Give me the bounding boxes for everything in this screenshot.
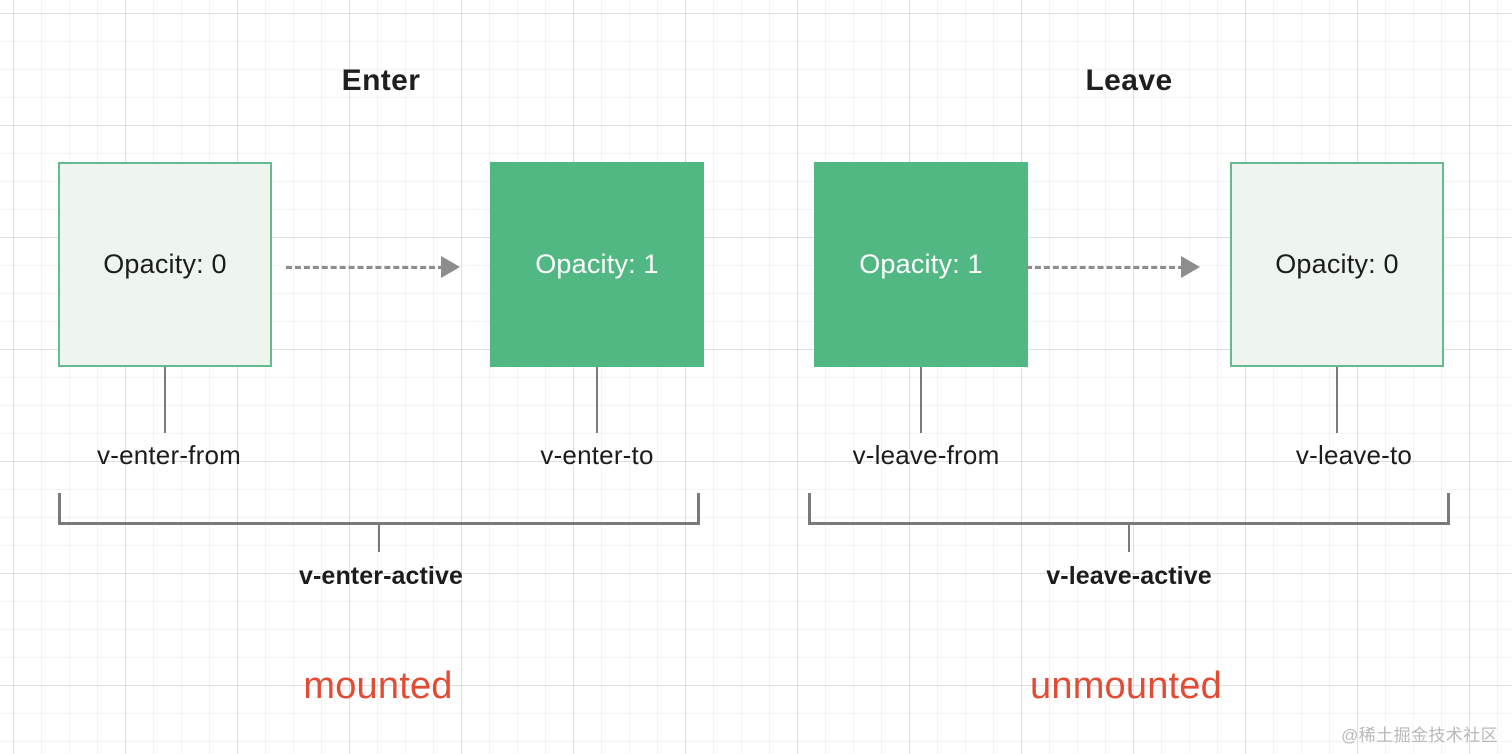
span-bracket-enter-active bbox=[58, 493, 700, 525]
section-title-leave: Leave bbox=[1085, 64, 1173, 97]
bracket-stem-leave-active bbox=[1128, 525, 1130, 552]
span-bracket-leave-active bbox=[808, 493, 1450, 525]
connector-stem-enter-from bbox=[164, 367, 166, 433]
arrow-shaft-icon bbox=[286, 266, 444, 269]
arrow-head-icon bbox=[441, 256, 460, 278]
state-box-enter-to: Opacity: 1 bbox=[490, 162, 704, 367]
connector-stem-enter-to bbox=[596, 367, 598, 433]
class-label-v-leave-active: v-leave-active bbox=[1046, 562, 1212, 590]
arrow-shaft-icon bbox=[1026, 266, 1184, 269]
connector-stem-leave-from bbox=[920, 367, 922, 433]
class-label-v-enter-from: v-enter-from bbox=[97, 440, 241, 470]
transition-arrow-enter bbox=[286, 256, 462, 278]
class-label-v-leave-from: v-leave-from bbox=[852, 440, 1000, 470]
state-box-leave-from: Opacity: 1 bbox=[814, 162, 1028, 367]
state-box-enter-from: Opacity: 0 bbox=[58, 162, 272, 367]
lifecycle-hook-mounted: mounted bbox=[303, 665, 453, 707]
lifecycle-hook-unmounted: unmounted bbox=[1030, 665, 1222, 707]
class-label-v-leave-to: v-leave-to bbox=[1295, 440, 1413, 470]
transition-arrow-leave bbox=[1026, 256, 1202, 278]
state-box-leave-to: Opacity: 0 bbox=[1230, 162, 1444, 367]
connector-stem-leave-to bbox=[1336, 367, 1338, 433]
bracket-stem-enter-active bbox=[378, 525, 380, 552]
class-label-v-enter-active: v-enter-active bbox=[299, 562, 463, 590]
section-title-enter: Enter bbox=[341, 64, 421, 97]
arrow-head-icon bbox=[1181, 256, 1200, 278]
class-label-v-enter-to: v-enter-to bbox=[540, 440, 654, 470]
watermark: @稀土掘金技术社区 bbox=[1341, 726, 1498, 745]
